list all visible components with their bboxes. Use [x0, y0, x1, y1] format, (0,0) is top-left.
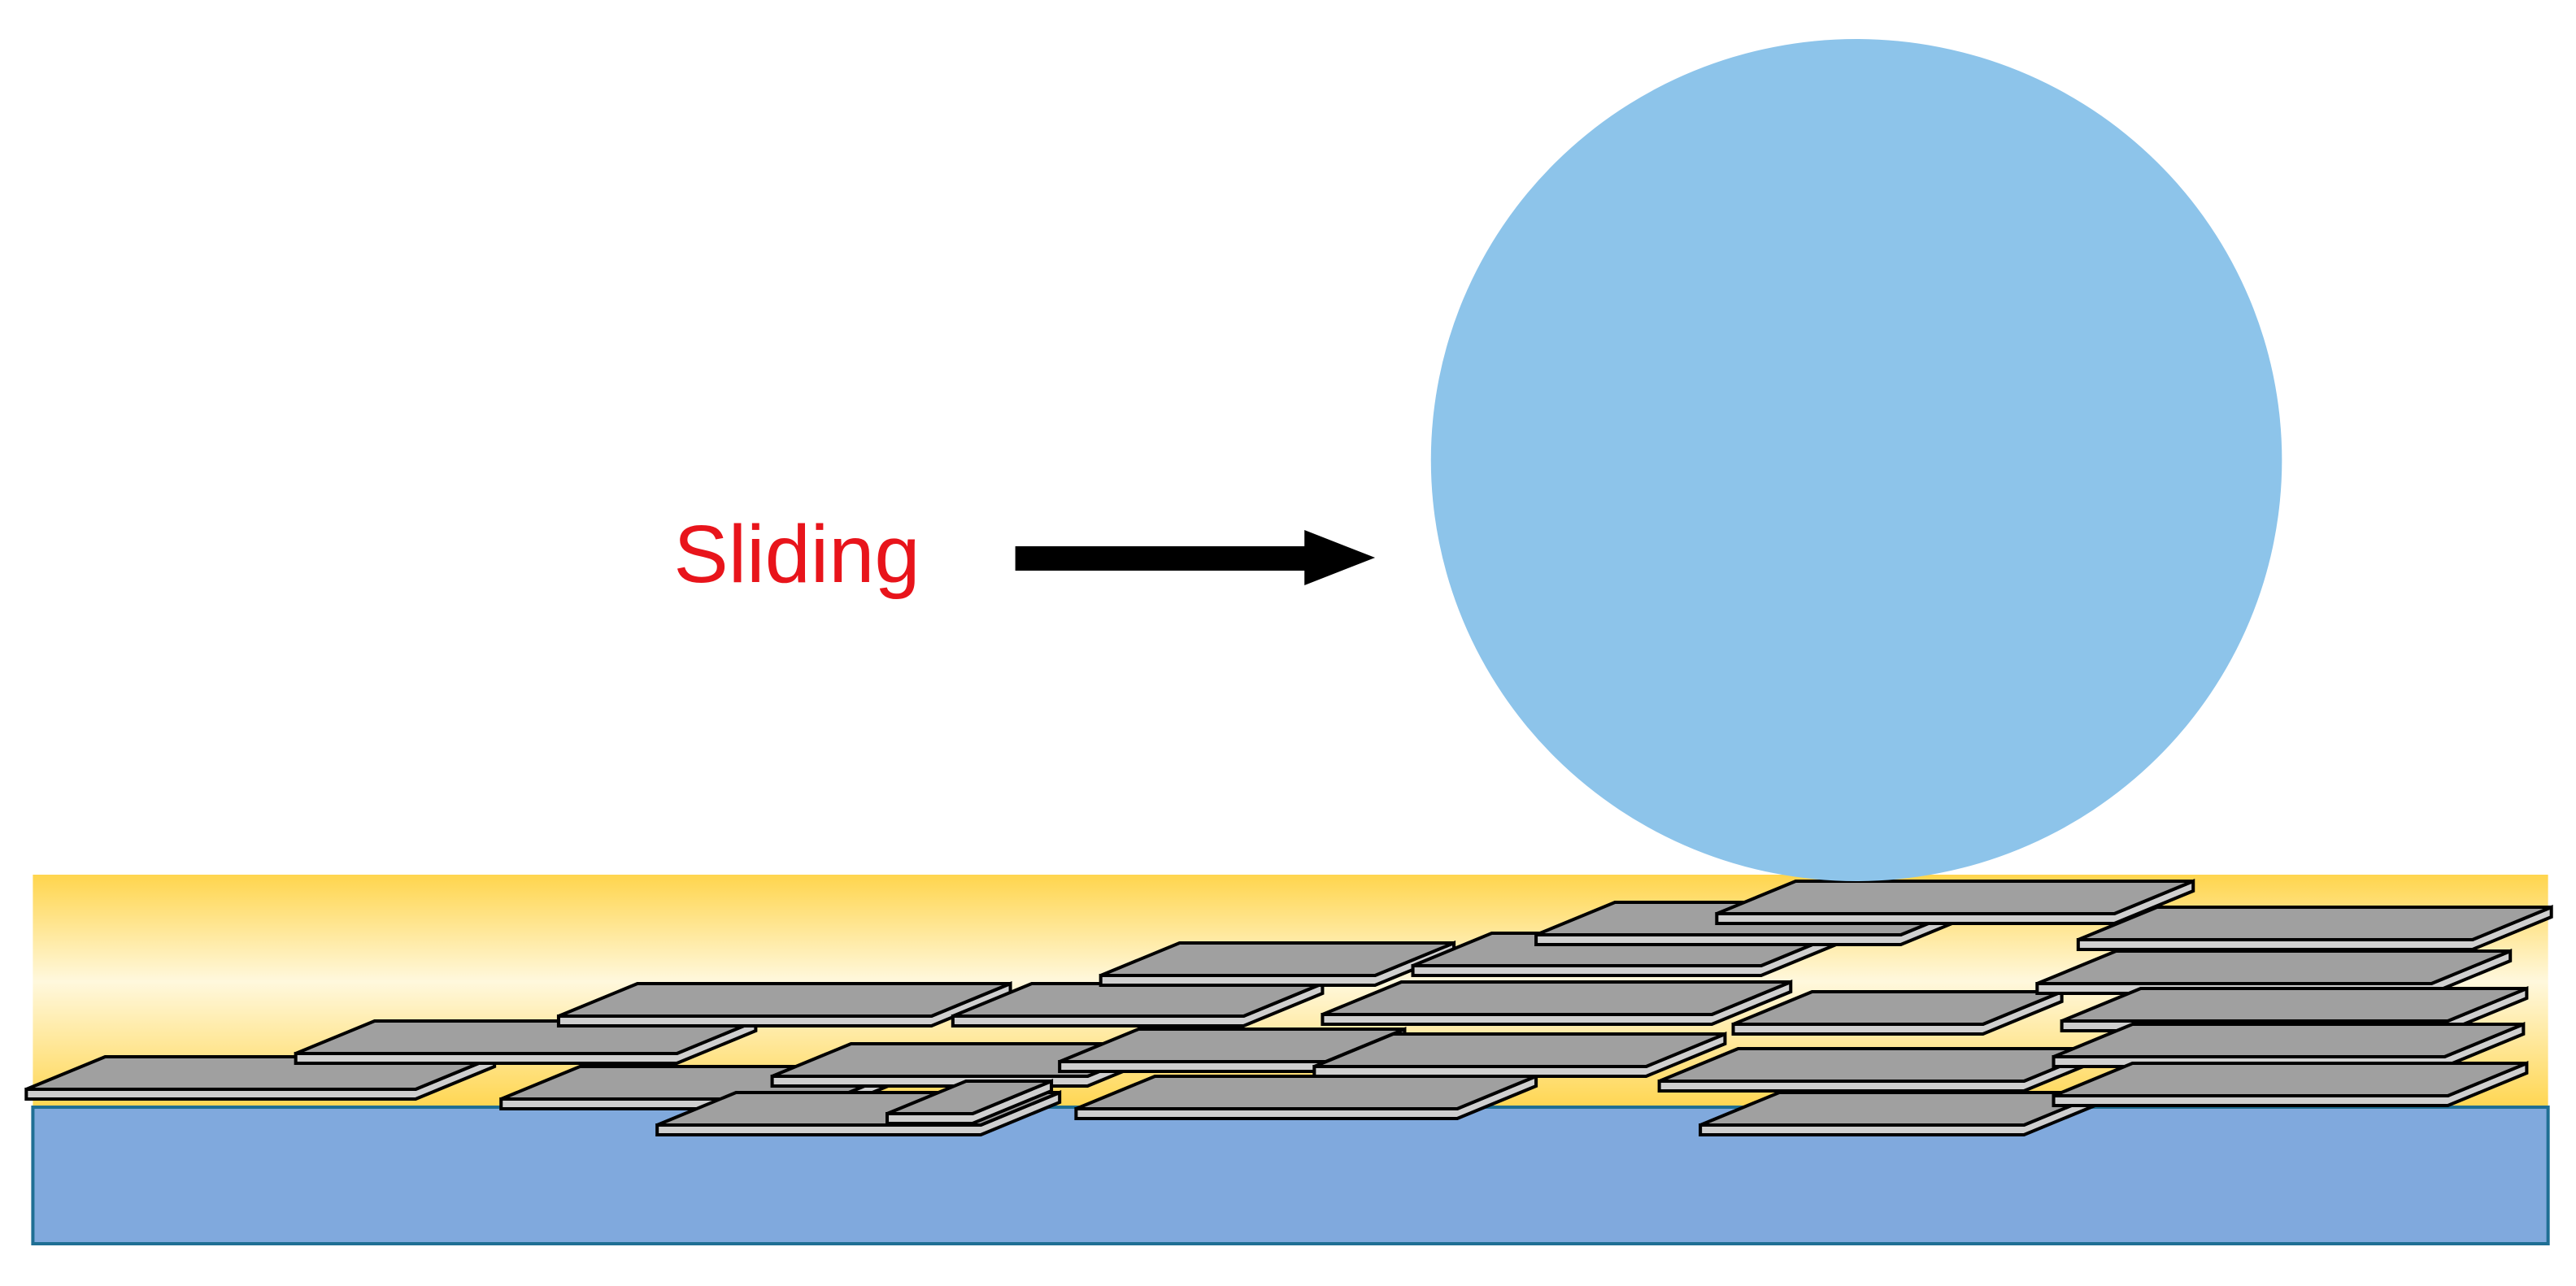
flake-top-face: [1658, 1047, 2104, 1083]
sliding-ball: [1430, 39, 2282, 881]
flake: [2060, 986, 2529, 1032]
flake: [886, 1079, 1054, 1125]
flake: [2076, 905, 2553, 951]
flake: [2052, 1022, 2526, 1068]
flake: [1731, 989, 2064, 1036]
flake-top-face: [1099, 941, 1455, 977]
flake-top-face: [2052, 1023, 2525, 1058]
flake: [1321, 980, 1793, 1026]
flake: [1058, 1027, 1407, 1073]
flake-top-face: [1075, 1075, 1537, 1110]
flake: [1074, 1074, 1538, 1120]
flake-stack: [24, 879, 2553, 1136]
flake: [2052, 1061, 2529, 1107]
flake: [1699, 1090, 2105, 1136]
flake-top-face: [558, 982, 1012, 1018]
flake: [2035, 949, 2513, 995]
flake-top-face: [1313, 1032, 1726, 1068]
flake: [951, 981, 1325, 1027]
flake: [1099, 941, 1456, 987]
flake-top-face: [1716, 880, 2195, 915]
flake-top-face: [2060, 987, 2528, 1023]
flake: [1657, 1046, 2105, 1093]
flake-top-face: [2078, 906, 2552, 941]
flake-top-face: [2036, 949, 2511, 985]
flake-top-face: [1059, 1027, 1406, 1063]
flake-top-face: [2052, 1062, 2528, 1097]
flake: [1715, 879, 2195, 925]
flake-top-face: [1321, 980, 1792, 1016]
right-arrow-icon: [1015, 530, 1376, 585]
substrate: [31, 1106, 2550, 1245]
sliding-label: Sliding: [673, 509, 920, 599]
flake: [556, 981, 1012, 1027]
flake-top-face: [886, 1080, 1052, 1115]
flake: [1312, 1032, 1727, 1078]
